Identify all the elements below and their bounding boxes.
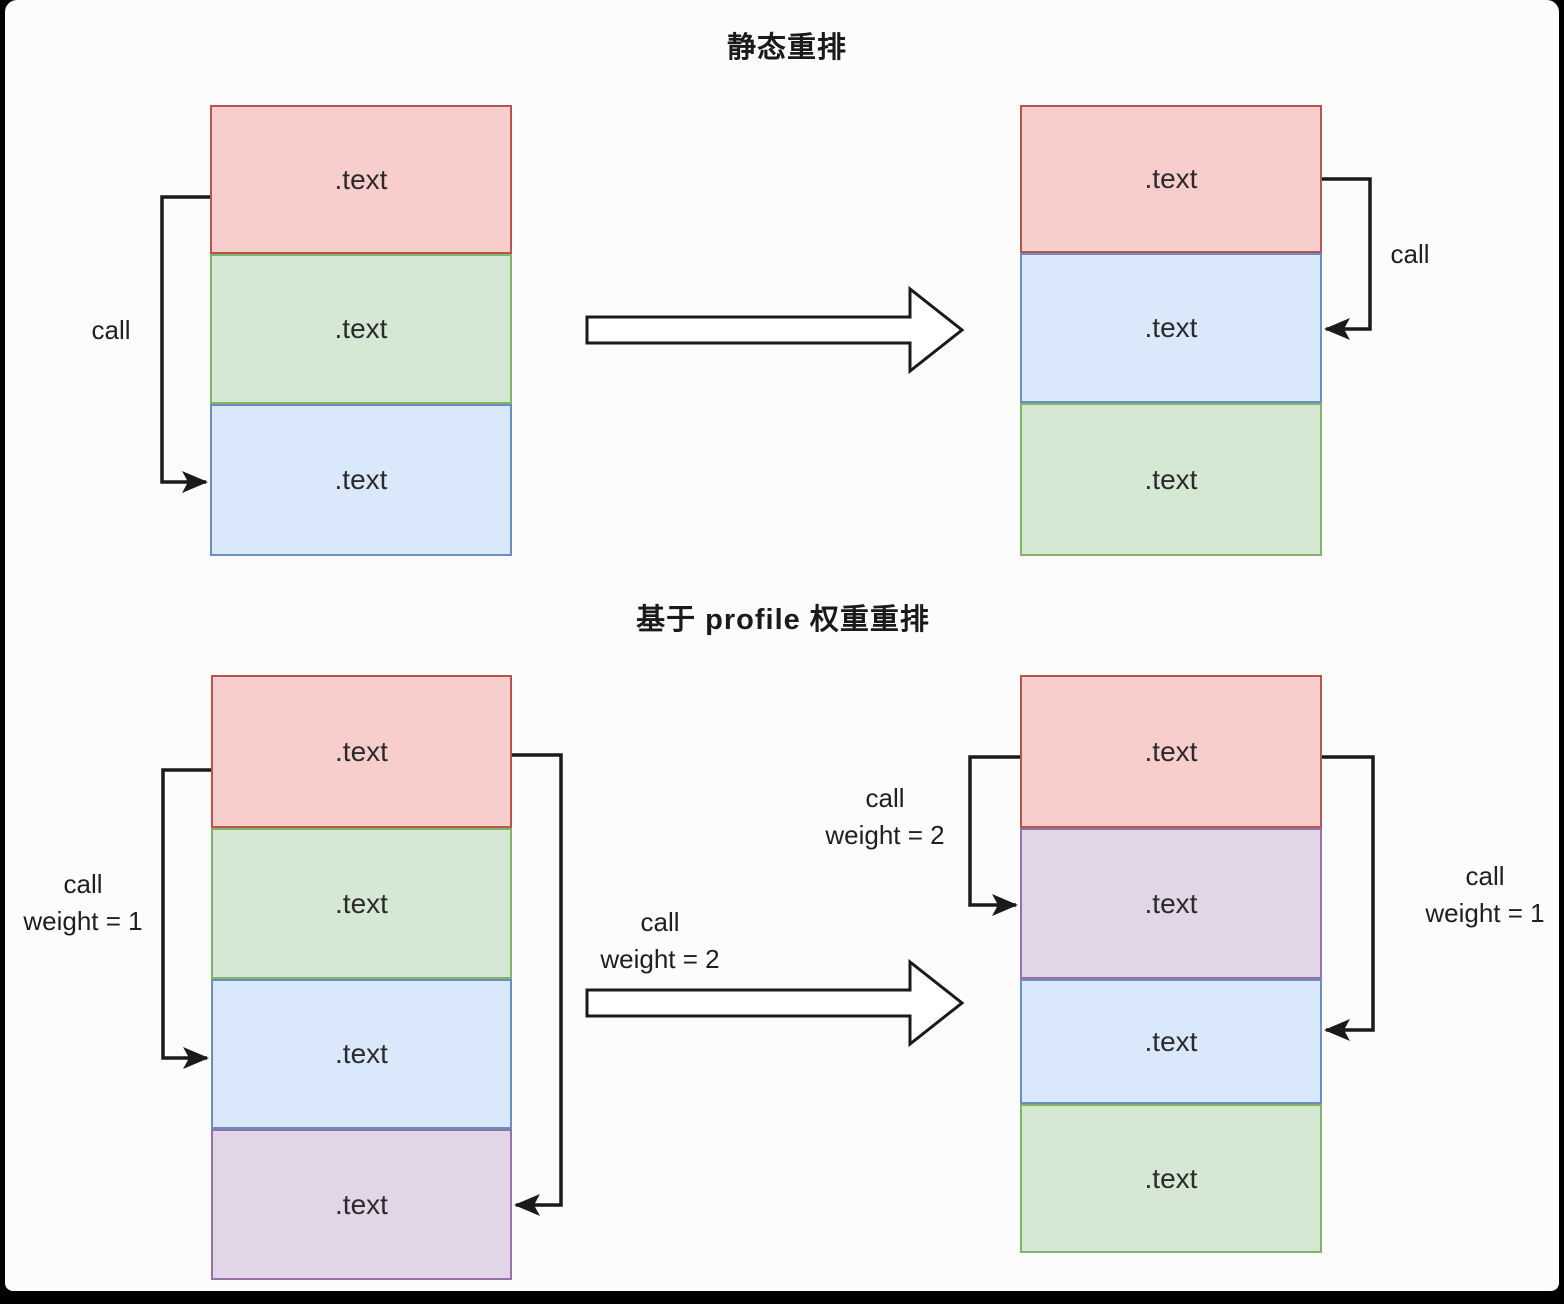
section-box-red: .text [1020, 105, 1322, 253]
section-box-label: .text [334, 464, 388, 495]
stack-static-after: .text .text .text [1020, 105, 1322, 556]
call-label-line: weight = 1 [23, 906, 143, 936]
section-box-label: .text [335, 887, 388, 919]
section-box-blue: .text [1020, 979, 1322, 1104]
stack-profile-before: .text .text .text .text [211, 675, 512, 1280]
section-box-label: .text [335, 1188, 388, 1220]
call-label-line: call [1465, 861, 1505, 891]
call-label-line: weight = 2 [600, 944, 720, 974]
stack-profile-after: .text .text .text .text [1020, 675, 1322, 1253]
section-box-label: .text [1144, 735, 1198, 767]
section-box-label: .text [335, 1038, 388, 1069]
call-arrow-profile-after-right [1322, 755, 1375, 1041]
call-label-line: weight = 2 [825, 820, 945, 850]
section-box-green: .text [1020, 1104, 1322, 1253]
call-label-profile-after-left: call weight = 2 [805, 780, 965, 854]
call-label-line: call [1390, 239, 1430, 269]
call-label-line: call [865, 783, 905, 813]
call-label-profile-after-right: call weight = 1 [1405, 858, 1564, 932]
section-box-red: .text [1020, 675, 1322, 828]
call-label-static-after: call [1340, 236, 1480, 273]
call-arrow-profile-before-right [512, 753, 563, 1216]
section-box-label: .text [1144, 312, 1198, 343]
section-box-label: .text [334, 163, 388, 195]
call-label-line: weight = 1 [1425, 898, 1545, 928]
call-label-profile-before-left: call weight = 1 [3, 866, 163, 940]
call-label-line: call [640, 907, 680, 937]
transform-arrow-static [585, 285, 965, 375]
section-box-label: .text [1144, 887, 1198, 919]
section-box-blue: .text [211, 979, 512, 1129]
section-box-label: .text [335, 735, 388, 767]
section-box-purple: .text [1020, 828, 1322, 979]
stack-static-before: .text .text .text [210, 105, 512, 556]
section-box-label: .text [1144, 463, 1198, 495]
section-title-static: 静态重排 [726, 32, 847, 64]
call-arrow-profile-before-left [161, 768, 211, 1069]
section-box-red: .text [211, 675, 512, 828]
call-label-profile-mid: call weight = 2 [580, 904, 740, 978]
section-box-label: .text [1144, 1025, 1198, 1057]
section-box-blue: .text [210, 404, 512, 556]
call-label-static-before: call [41, 312, 181, 349]
section-box-label: .text [1144, 163, 1198, 194]
section-box-label: .text [334, 313, 388, 344]
section-box-red: .text [210, 105, 512, 254]
call-arrow-profile-after-left [968, 755, 1020, 916]
section-box-green: .text [211, 828, 512, 979]
section-box-blue: .text [1020, 253, 1322, 403]
section-box-green: .text [1020, 403, 1322, 556]
diagram-canvas: 静态重排 基于 profile 权重重排 [5, 0, 1559, 1291]
section-box-label: .text [1144, 1162, 1198, 1194]
section-box-green: .text [210, 254, 512, 404]
call-label-line: call [91, 315, 131, 345]
section-title-profile: 基于 profile 权重重排 [636, 604, 930, 636]
section-box-purple: .text [211, 1129, 512, 1280]
call-label-line: call [63, 869, 103, 899]
